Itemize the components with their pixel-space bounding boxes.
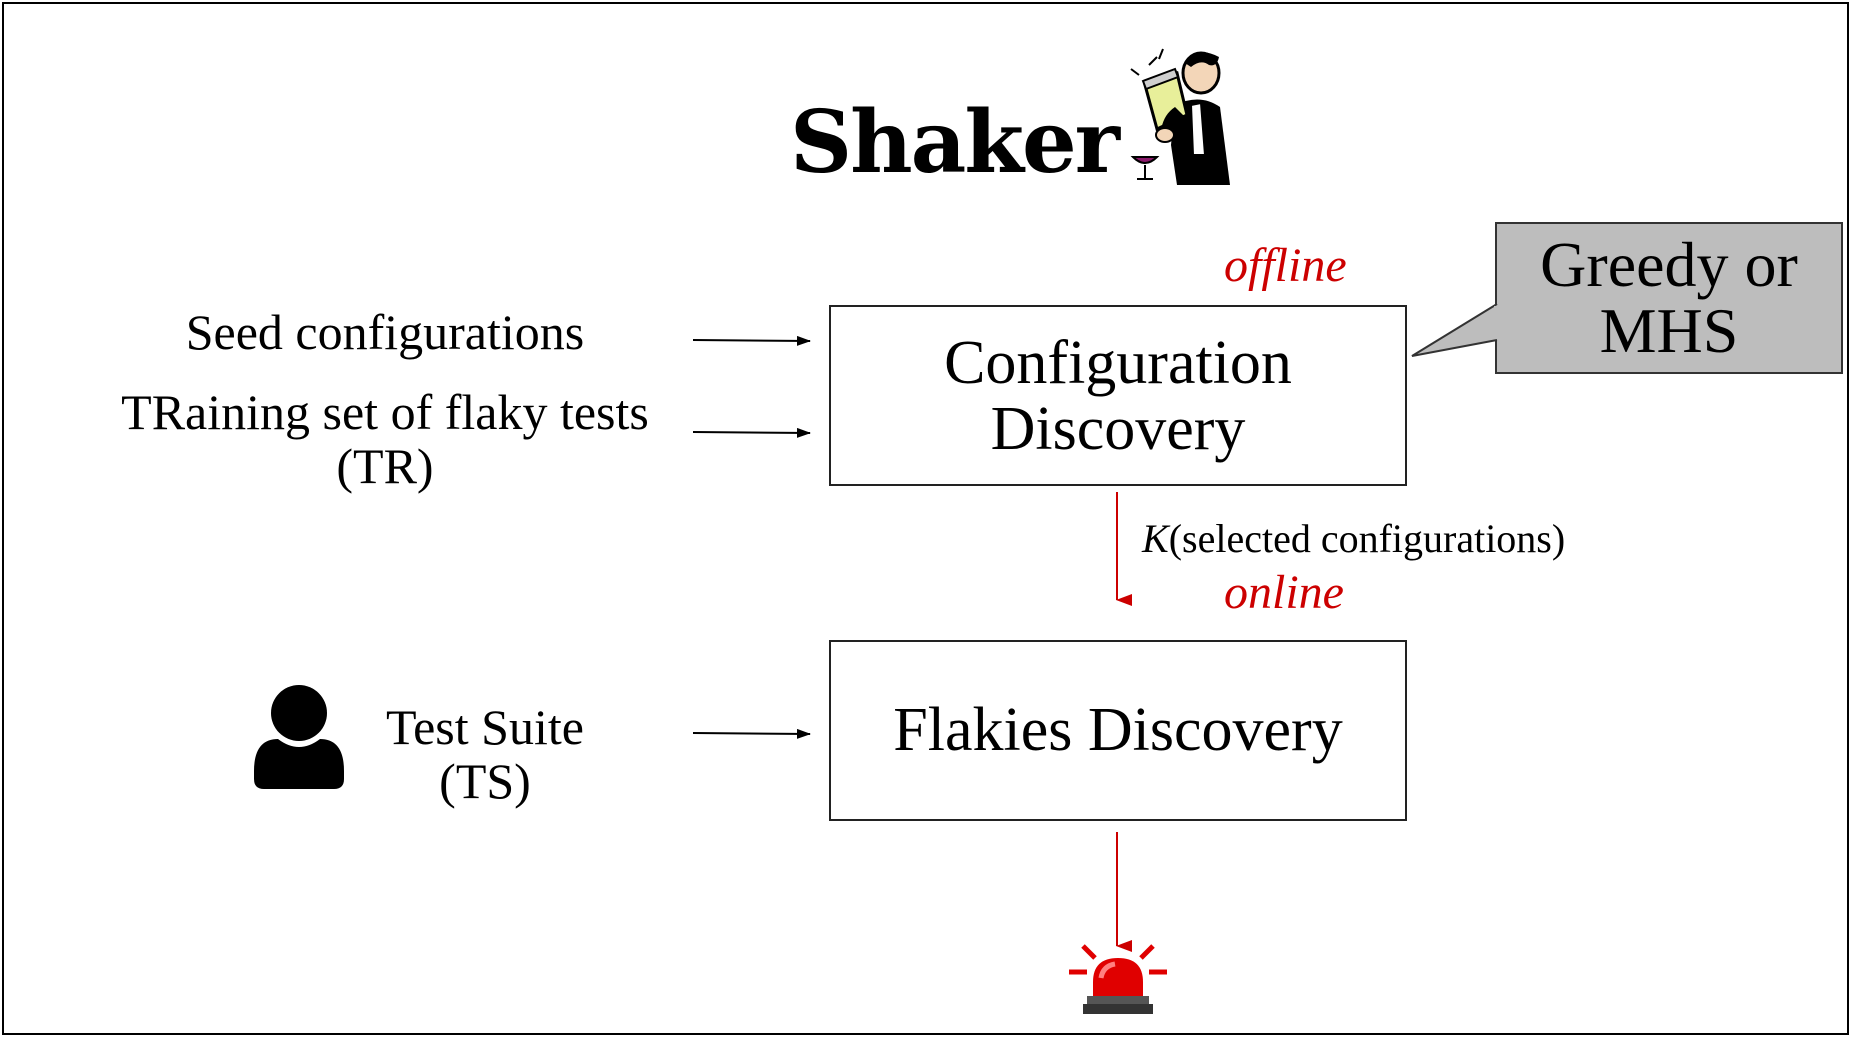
user-icon bbox=[254, 685, 344, 789]
test-suite-line1: Test Suite bbox=[386, 699, 584, 755]
bartender-icon bbox=[1130, 48, 1230, 185]
phase-online-label: online bbox=[1224, 566, 1344, 619]
alarm-siren-icon bbox=[1069, 944, 1167, 1014]
seed-configurations-label: Seed configurations bbox=[185, 304, 585, 360]
diagram-title: Shaker bbox=[790, 92, 1120, 193]
k-variable: K bbox=[1142, 516, 1169, 561]
algorithm-callout: Greedy or MHS bbox=[1495, 222, 1843, 374]
algorithm-callout-line1: Greedy or bbox=[1540, 229, 1798, 300]
training-set-line1: TRaining set of flaky tests bbox=[121, 384, 649, 440]
seed-arrow bbox=[692, 335, 811, 346]
selected-configurations-text: (selected configurations) bbox=[1168, 516, 1566, 561]
flakies-discovery-label: Flakies Discovery bbox=[893, 696, 1343, 764]
training-arrow bbox=[692, 427, 811, 438]
test-suite-arrow bbox=[692, 728, 811, 739]
selected-configurations-label: K(selected configurations) bbox=[1142, 515, 1565, 562]
configuration-discovery-line2: Discovery bbox=[990, 394, 1246, 463]
configuration-discovery-box: Configuration Discovery bbox=[829, 305, 1407, 486]
callout-pointer bbox=[1411, 303, 1498, 357]
phase-offline-label: offline bbox=[1224, 239, 1347, 292]
flakies-discovery-box: Flakies Discovery bbox=[829, 640, 1407, 821]
algorithm-callout-line2: MHS bbox=[1599, 295, 1739, 366]
test-suite-label: Test Suite (TS) bbox=[365, 700, 605, 808]
training-set-label: TRaining set of flaky tests (TR) bbox=[100, 385, 670, 493]
configuration-discovery-line1: Configuration bbox=[944, 328, 1292, 397]
training-set-line2: (TR) bbox=[336, 438, 434, 494]
test-suite-line2: (TS) bbox=[439, 753, 531, 809]
